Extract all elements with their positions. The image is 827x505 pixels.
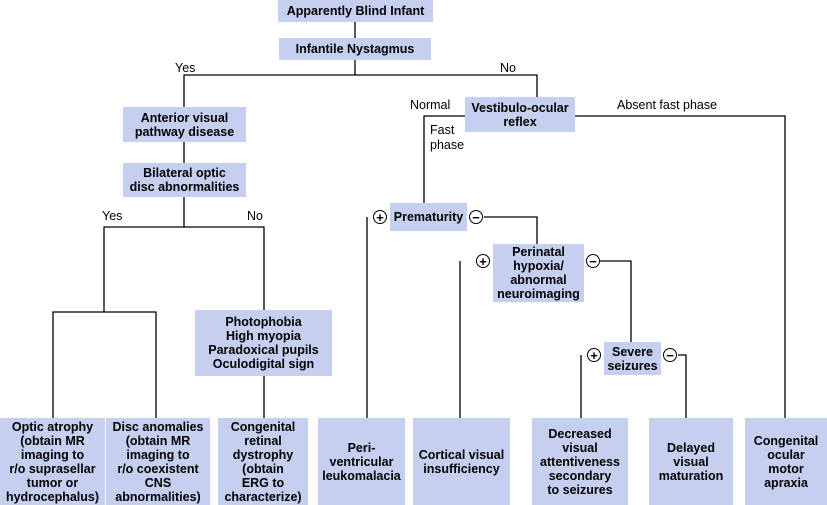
node-vestibulo-ocular-reflex: Vestibulo-ocular reflex (465, 97, 575, 132)
label-no-top: No (500, 61, 516, 75)
minus-icon: − (469, 210, 483, 224)
node-cortical-visual-insufficiency: Cortical visual insufficiency (413, 418, 510, 505)
node-optic-atrophy: Optic atrophy (obtain MR imaging to r/o … (0, 418, 105, 505)
connector-no-branch (184, 226, 265, 310)
connector-vor-normal (423, 115, 465, 203)
connector-prematurity-minus (484, 216, 538, 244)
connector-nystagmus-split (183, 74, 538, 107)
plus-icon: + (373, 210, 387, 224)
connector-bilateral-split (52, 197, 185, 418)
node-apparently-blind-infant: Apparently Blind Infant (278, 0, 433, 22)
minus-icon: − (586, 254, 600, 268)
node-photophobia: Photophobia High myopia Paradoxical pupi… (195, 310, 332, 376)
node-disc-anomalies: Disc anomalies (obtain MR imaging to r/o… (106, 418, 210, 505)
node-anterior-visual-pathway: Anterior visual pathway disease (123, 107, 246, 142)
node-prematurity: Prematurity (390, 203, 467, 231)
label-no-mid: No (247, 209, 263, 223)
node-periventricular-leukomalacia: Peri- ventricular leukomalacia (318, 418, 405, 505)
label-yes-top: Yes (175, 61, 196, 75)
node-severe-seizures: Severe seizures (604, 342, 661, 375)
node-congenital-ocular-motor-apraxia: Congenital ocular motor apraxia (745, 418, 827, 505)
connector-seizures-minus (678, 354, 687, 418)
label-yes-mid: Yes (102, 209, 123, 223)
connector-yes-right (104, 311, 157, 418)
connector-perinatal-minus (600, 260, 632, 342)
minus-icon: − (663, 348, 677, 362)
label-fast-phase: Fast phase (430, 123, 465, 152)
node-decreased-visual-attentiveness: Decreased visual attentiveness secondary… (532, 418, 628, 505)
node-bilateral-optic-disc: Bilateral optic disc abnormalities (123, 163, 246, 197)
label-absent-fast-phase: Absent fast phase (617, 98, 718, 112)
node-delayed-visual-maturation: Delayed visual maturation (649, 418, 733, 505)
plus-icon: + (587, 348, 601, 362)
node-congenital-retinal-dystrophy: Congenital retinal dystrophy (obtain ERG… (218, 418, 308, 505)
node-perinatal-hypoxia: Perinatal hypoxia/ abnormal neuroimaging (493, 244, 584, 302)
label-normal: Normal (410, 98, 451, 112)
connector-vor-absent (575, 115, 786, 418)
plus-icon: + (476, 254, 490, 268)
node-infantile-nystagmus: Infantile Nystagmus (279, 38, 431, 60)
